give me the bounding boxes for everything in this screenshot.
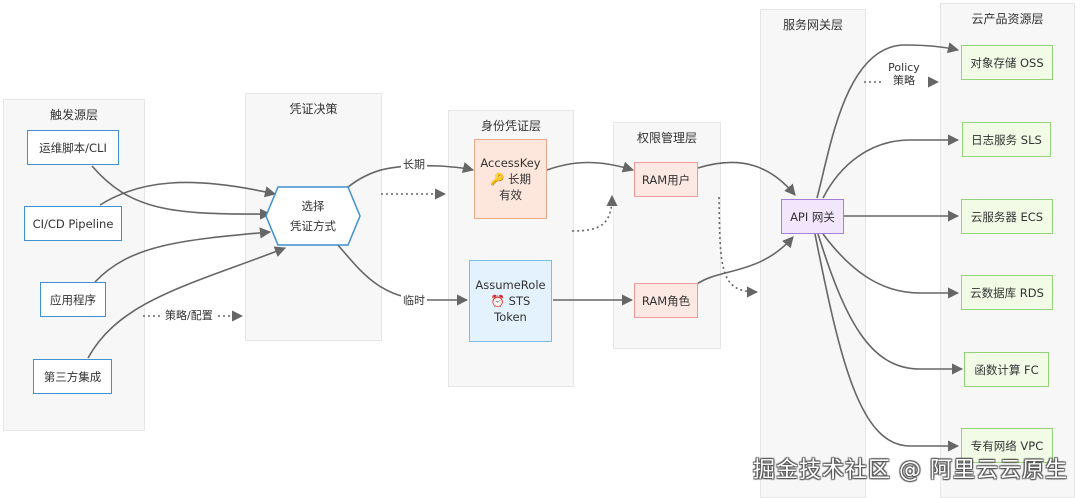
layer-title-decision: 凭证决策 bbox=[289, 102, 338, 116]
node-accesskey[interactable]: AccessKey 🔑 长期 有效 bbox=[474, 139, 547, 219]
ak-line3: 有效 bbox=[499, 188, 522, 202]
sts-line2: STS bbox=[508, 294, 531, 308]
rds-label: 云数据库 RDS bbox=[970, 285, 1044, 300]
oss-label: 对象存储 OSS bbox=[970, 55, 1044, 70]
node-app[interactable]: 应用程序 bbox=[40, 282, 106, 317]
edge-ramrole-api bbox=[696, 236, 794, 285]
node-third[interactable]: 第三方集成 bbox=[33, 359, 112, 394]
edge-dotted-permission-gateway bbox=[718, 196, 759, 298]
node-app-label: 应用程序 bbox=[50, 292, 96, 307]
node-cicd[interactable]: CI/CD Pipeline bbox=[24, 206, 122, 241]
layer-resources: 云产品资源层 bbox=[940, 3, 1075, 498]
layer-title-permission: 权限管理层 bbox=[636, 131, 697, 145]
choose-line2: 凭证方式 bbox=[290, 219, 336, 233]
ram-role-label: RAM角色 bbox=[641, 293, 691, 308]
edge-api-oss bbox=[816, 42, 960, 199]
edge-label-policy-config: 策略/配置 bbox=[163, 309, 215, 322]
edge-ak-ramuser bbox=[546, 161, 635, 173]
hexagon-shape bbox=[265, 186, 361, 246]
watermark: 掘金技术社区 @ 阿里云云原生 bbox=[753, 458, 1068, 483]
layer-title-resources: 云产品资源层 bbox=[971, 12, 1044, 26]
api-gateway-label: API 网关 bbox=[790, 209, 835, 224]
edge-choose-sts bbox=[336, 243, 469, 306]
edge-app-choose bbox=[94, 227, 272, 283]
sts-line1: AssumeRole bbox=[475, 278, 546, 292]
edge-label-long-term: 长期 bbox=[401, 158, 427, 171]
edge-third-choose bbox=[87, 246, 287, 359]
edge-api-vpc bbox=[814, 233, 960, 452]
key-icon: 🔑 bbox=[490, 172, 505, 186]
choose-text: 选择 凭证方式 bbox=[265, 186, 361, 246]
policy-cn: 策略 bbox=[882, 74, 926, 87]
edge-choose-ak bbox=[347, 162, 475, 188]
edge-cicd-choose bbox=[99, 181, 277, 206]
edge-label-policy: Policy 策略 bbox=[880, 61, 928, 87]
node-rds[interactable]: 云数据库 RDS bbox=[961, 275, 1053, 310]
node-cicd-label: CI/CD Pipeline bbox=[32, 216, 114, 231]
node-sts-token[interactable]: AssumeRole ⏰ STS Token bbox=[469, 260, 552, 342]
node-third-label: 第三方集成 bbox=[43, 369, 102, 384]
node-choose-credential[interactable]: 选择 凭证方式 bbox=[265, 186, 361, 246]
sts-line3: Token bbox=[494, 310, 527, 324]
node-api-gateway[interactable]: API 网关 bbox=[781, 199, 844, 234]
node-cli[interactable]: 运维脚本/CLI bbox=[27, 130, 119, 165]
alarm-clock-icon: ⏰ bbox=[490, 294, 506, 308]
ak-line2: 长期 bbox=[507, 172, 531, 186]
node-cli-label: 运维脚本/CLI bbox=[39, 140, 107, 155]
layer-title-gateway: 服务网关层 bbox=[782, 18, 843, 32]
sls-label: 日志服务 SLS bbox=[971, 132, 1042, 147]
node-ram-role[interactable]: RAM角色 bbox=[634, 283, 698, 318]
vpc-label: 专有网络 VPC bbox=[970, 438, 1044, 453]
ram-user-label: RAM用户 bbox=[641, 172, 691, 187]
layer-title-identity: 身份凭证层 bbox=[480, 119, 541, 133]
ak-line1: AccessKey bbox=[480, 156, 541, 170]
ecs-label: 云服务器 ECS bbox=[970, 209, 1044, 224]
node-oss[interactable]: 对象存储 OSS bbox=[961, 45, 1053, 80]
edge-api-rds bbox=[822, 233, 960, 299]
policy-en: Policy bbox=[888, 61, 920, 74]
node-vpc[interactable]: 专有网络 VPC bbox=[961, 428, 1053, 463]
edge-label-temporary: 临时 bbox=[401, 294, 427, 307]
edge-api-sls bbox=[822, 134, 960, 199]
node-sls[interactable]: 日志服务 SLS bbox=[962, 122, 1051, 157]
sts-line2-wrap: ⏰ STS bbox=[491, 293, 531, 309]
node-ram-user[interactable]: RAM用户 bbox=[634, 162, 698, 197]
node-fc[interactable]: 函数计算 FC bbox=[964, 352, 1049, 387]
node-ecs[interactable]: 云服务器 ECS bbox=[961, 199, 1053, 234]
layer-title-trigger: 触发源层 bbox=[49, 108, 98, 122]
edge-ramuser-api bbox=[697, 161, 796, 196]
fc-label: 函数计算 FC bbox=[974, 362, 1039, 377]
edge-api-fc bbox=[817, 233, 964, 375]
ak-line2-wrap: 🔑 长期 bbox=[490, 171, 531, 187]
edge-cli-choose bbox=[91, 165, 272, 220]
choose-line1: 选择 bbox=[301, 199, 325, 213]
edge-dotted-identity-permission bbox=[571, 194, 618, 232]
